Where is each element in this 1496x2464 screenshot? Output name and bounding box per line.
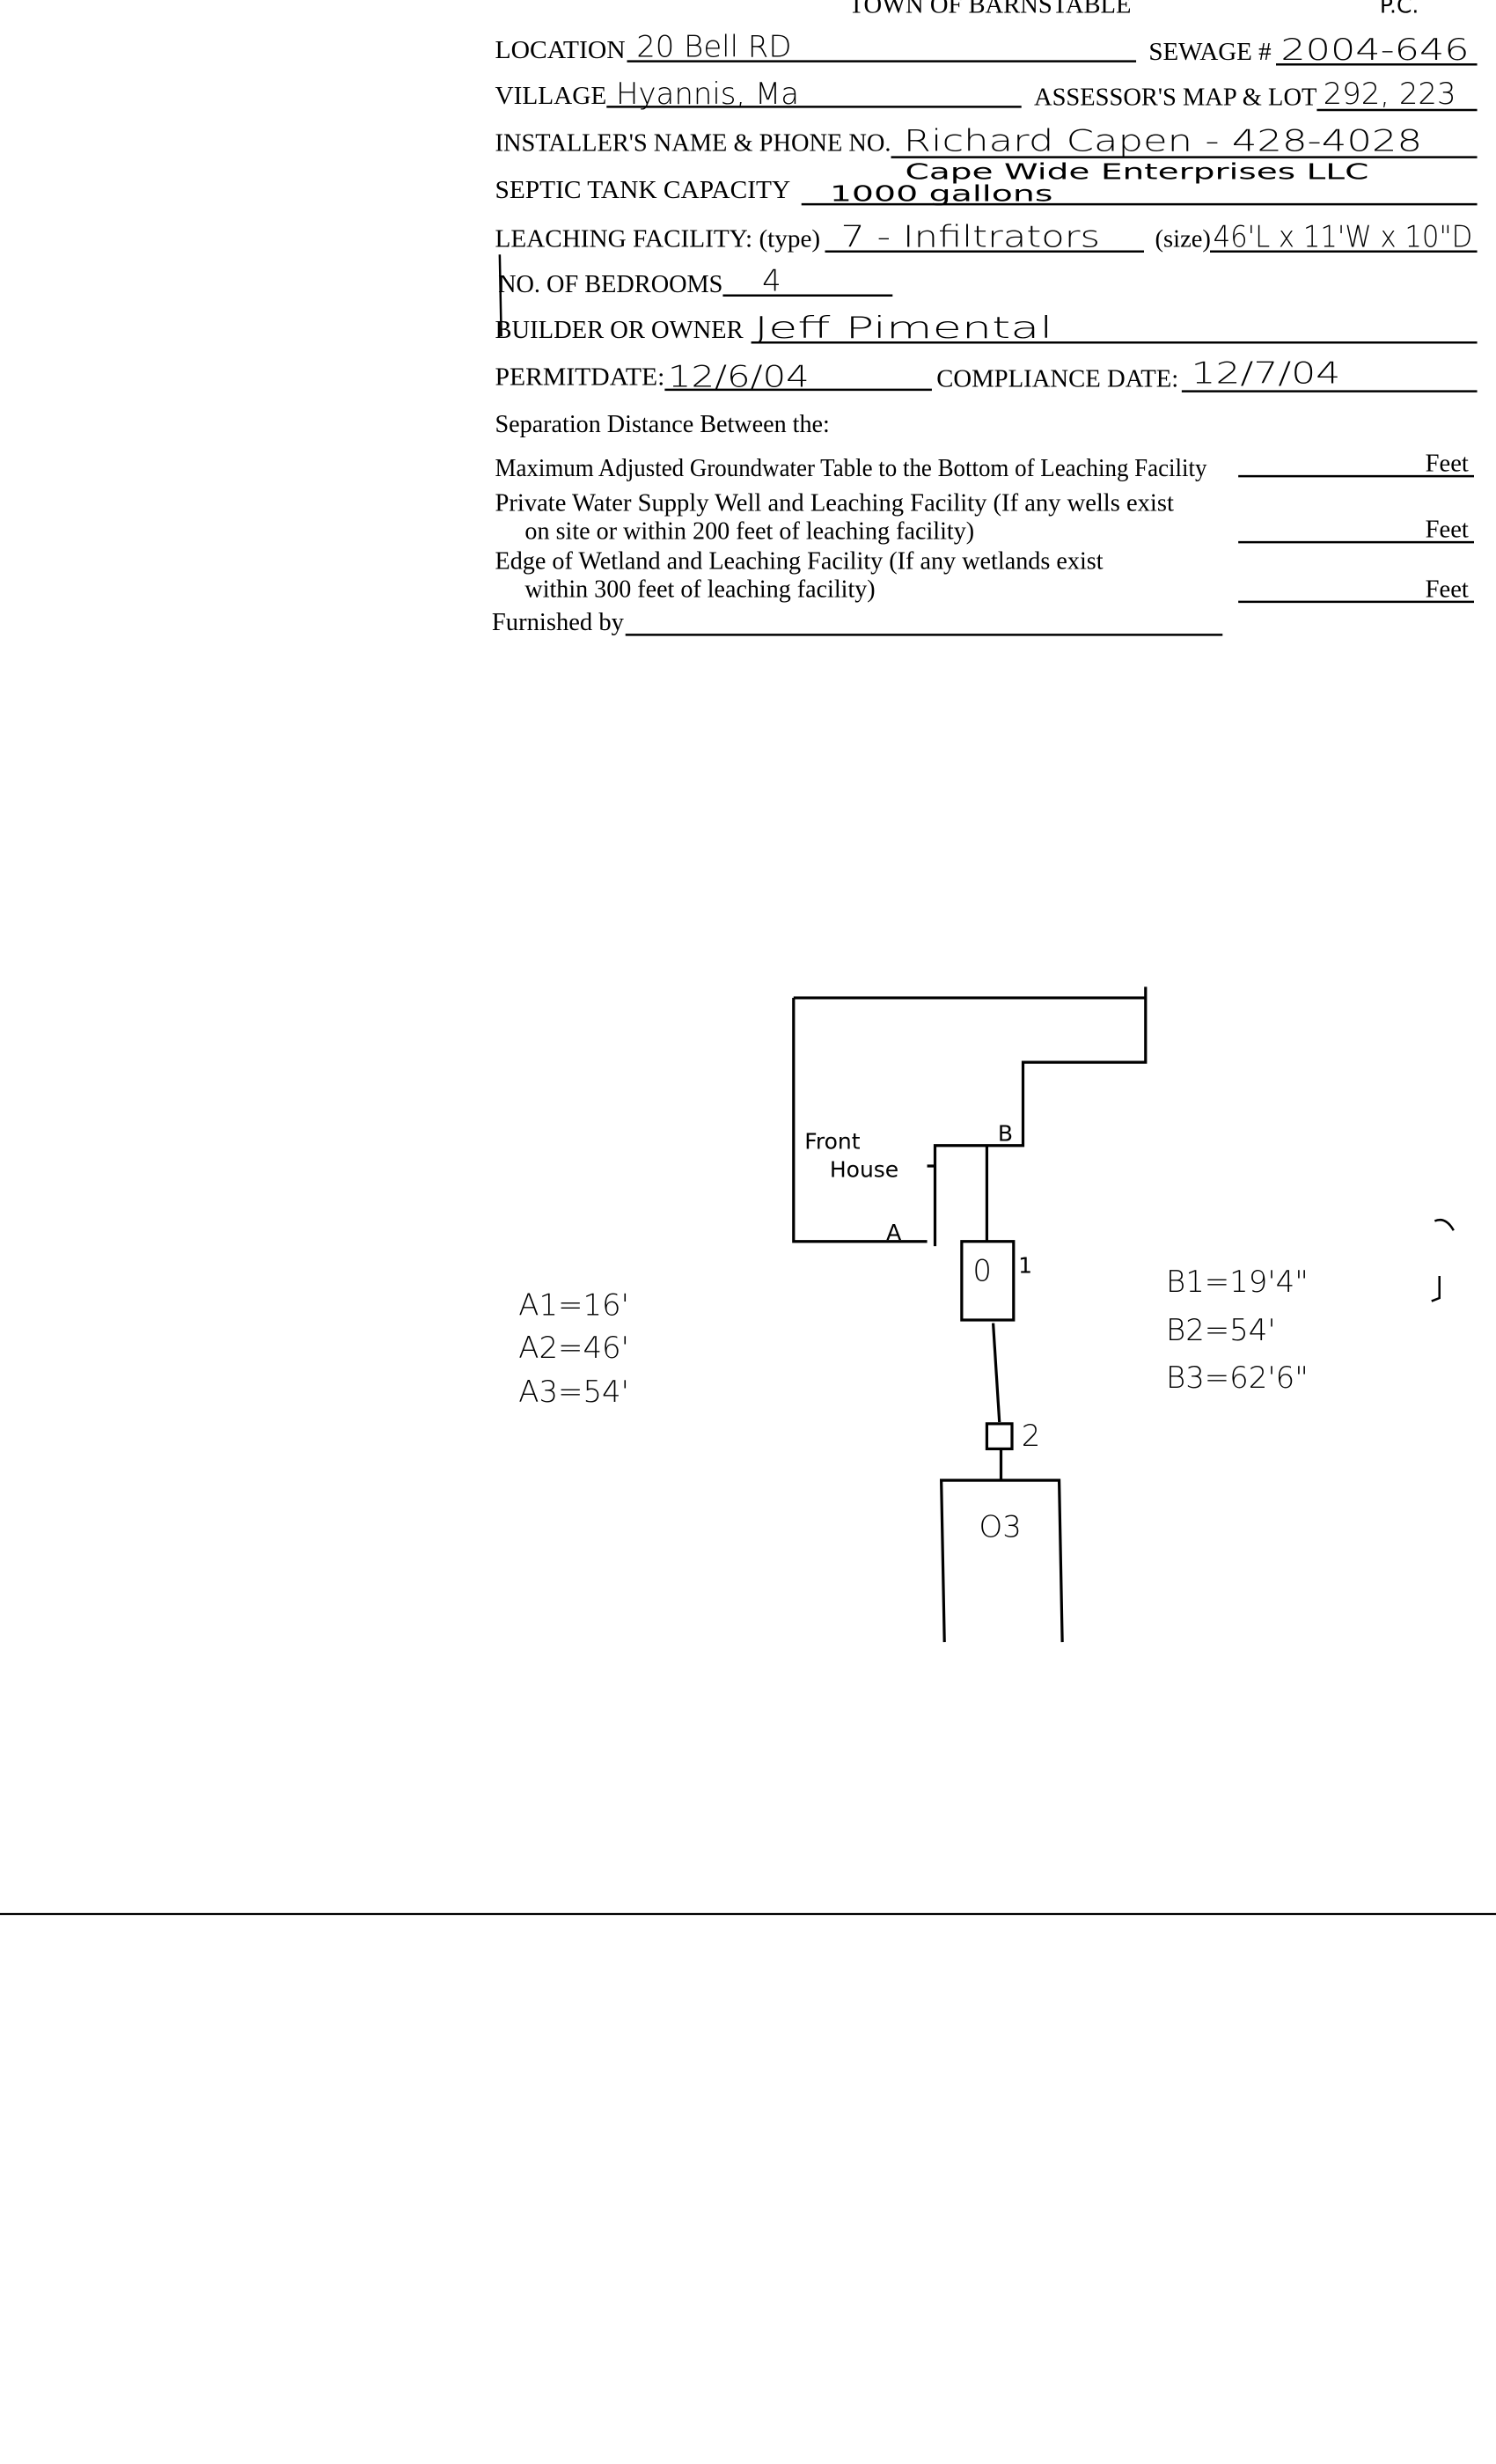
a-distance-3: A3=54' — [518, 1375, 629, 1409]
house-label-front: Front — [804, 1128, 860, 1154]
separation-row-1-unit: Feet — [1426, 451, 1469, 478]
leaching-label: LEACHING FACILITY: (type) — [495, 225, 821, 253]
point-a-label: A — [886, 1220, 901, 1245]
builder-value[interactable]: Jeff Pimental — [754, 311, 1052, 345]
a-distance-1: A1=16' — [518, 1288, 629, 1323]
leaching-type-value[interactable]: 7 - Infiltrators — [840, 219, 1100, 253]
village-value[interactable]: Hyannis, Ma — [616, 77, 799, 111]
b-distance-2: B2=54' — [1166, 1313, 1276, 1347]
size-label: (size) — [1155, 225, 1211, 253]
installer-value[interactable]: Richard Capen - 428-4028 — [904, 123, 1422, 158]
house-label-house: House — [830, 1157, 898, 1183]
separation-heading: Separation Distance Between the: — [495, 411, 830, 438]
bedrooms-label: NO. OF BEDROOMS — [498, 271, 722, 298]
village-label: VILLAGE — [495, 83, 607, 110]
installer-label: INSTALLER'S NAME & PHONE NO. — [495, 129, 891, 157]
separation-row-1-text: Maximum Adjusted Groundwater Table to th… — [495, 455, 1208, 482]
sewage-value[interactable]: 2004-646 — [1280, 33, 1469, 67]
location-label: LOCATION — [495, 37, 626, 64]
stray-mark — [1434, 1218, 1455, 1231]
corner-note: P.C. — [1380, 0, 1419, 18]
point-b-label: B — [998, 1120, 1013, 1146]
form-title: TOWN OF BARNSTABLE — [849, 0, 1132, 18]
size-value[interactable]: 46'L x 11'W x 10"D — [1214, 219, 1473, 253]
distribution-box-number: 2 — [1022, 1419, 1041, 1453]
separation-row-3-text-2: within 300 feet of leaching facility) — [524, 576, 875, 604]
stray-mark — [1431, 1276, 1441, 1302]
distribution-box — [985, 1422, 1014, 1451]
bedrooms-value[interactable]: 4 — [762, 263, 781, 297]
compliance-label: COMPLIANCE DATE: — [936, 365, 1178, 392]
margin-bracket-mark — [498, 254, 502, 337]
permit-value[interactable]: 12/6/04 — [668, 359, 810, 393]
sewage-label: SEWAGE # — [1148, 39, 1271, 66]
leaching-field-label: O3 — [979, 1509, 1022, 1544]
compliance-value[interactable]: 12/7/04 — [1192, 356, 1341, 391]
separation-row-2-text: Private Water Supply Well and Leaching F… — [495, 489, 1174, 517]
separation-row-3-unit: Feet — [1426, 576, 1469, 604]
septic-value[interactable]: 1000 gallons — [830, 181, 1053, 207]
assessor-label: ASSESSOR'S MAP & LOT — [1034, 84, 1316, 112]
pipe-to-box — [991, 1323, 1001, 1423]
separation-row-2-unit: Feet — [1426, 517, 1469, 544]
builder-label: BUILDER OR OWNER — [495, 317, 744, 344]
septic-label: SEPTIC TANK CAPACITY — [495, 177, 791, 204]
separation-row-3-text: Edge of Wetland and Leaching Facility (I… — [495, 547, 1104, 575]
installer-company[interactable]: Cape Wide Enterprises LLC — [906, 159, 1369, 185]
location-value[interactable]: 20 Bell RD — [636, 29, 791, 63]
house-outline — [792, 986, 1148, 1247]
furnished-label: Furnished by — [492, 609, 625, 636]
permit-label: PERMITDATE: — [495, 364, 665, 392]
assessor-value[interactable]: 292, 223 — [1324, 77, 1456, 111]
b-distance-3: B3=62'6" — [1166, 1360, 1309, 1395]
septic-tank-mark: 0 — [972, 1253, 992, 1287]
a-distance-2: A2=46' — [518, 1331, 629, 1365]
leaching-field-outline — [940, 1478, 1064, 1643]
site-sketch: Front House A B 0 1 2 O3 A1=16' A2=46' A… — [518, 986, 1455, 1643]
b-distance-1: B1=19'4" — [1166, 1265, 1309, 1299]
separation-row-2-text-2: on site or within 200 feet of leaching f… — [524, 518, 974, 546]
septic-tank-number: 1 — [1018, 1252, 1032, 1278]
septic-tank-box — [960, 1240, 1016, 1322]
